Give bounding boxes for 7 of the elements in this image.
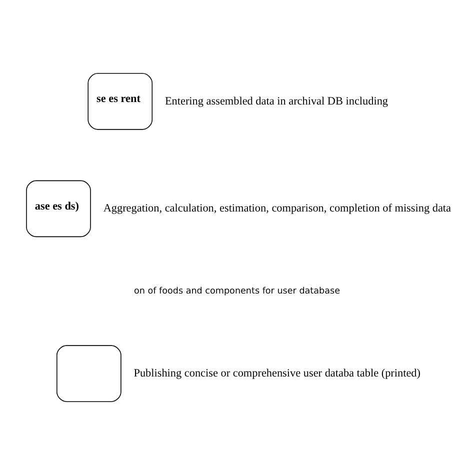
label: on of foods and components for user database [134, 286, 340, 296]
node-box [56, 344, 122, 402]
node-label: Entering assembled data in archival DB including [164, 94, 388, 107]
node-box: ase es ds) [26, 180, 91, 237]
node-label: Publishing concise or comprehensive user databa table (printed) [134, 367, 420, 380]
node-label: Aggregation, calculation, estimation, comparison, completion of missing data [103, 202, 451, 214]
node-box: se es rent [88, 72, 153, 130]
